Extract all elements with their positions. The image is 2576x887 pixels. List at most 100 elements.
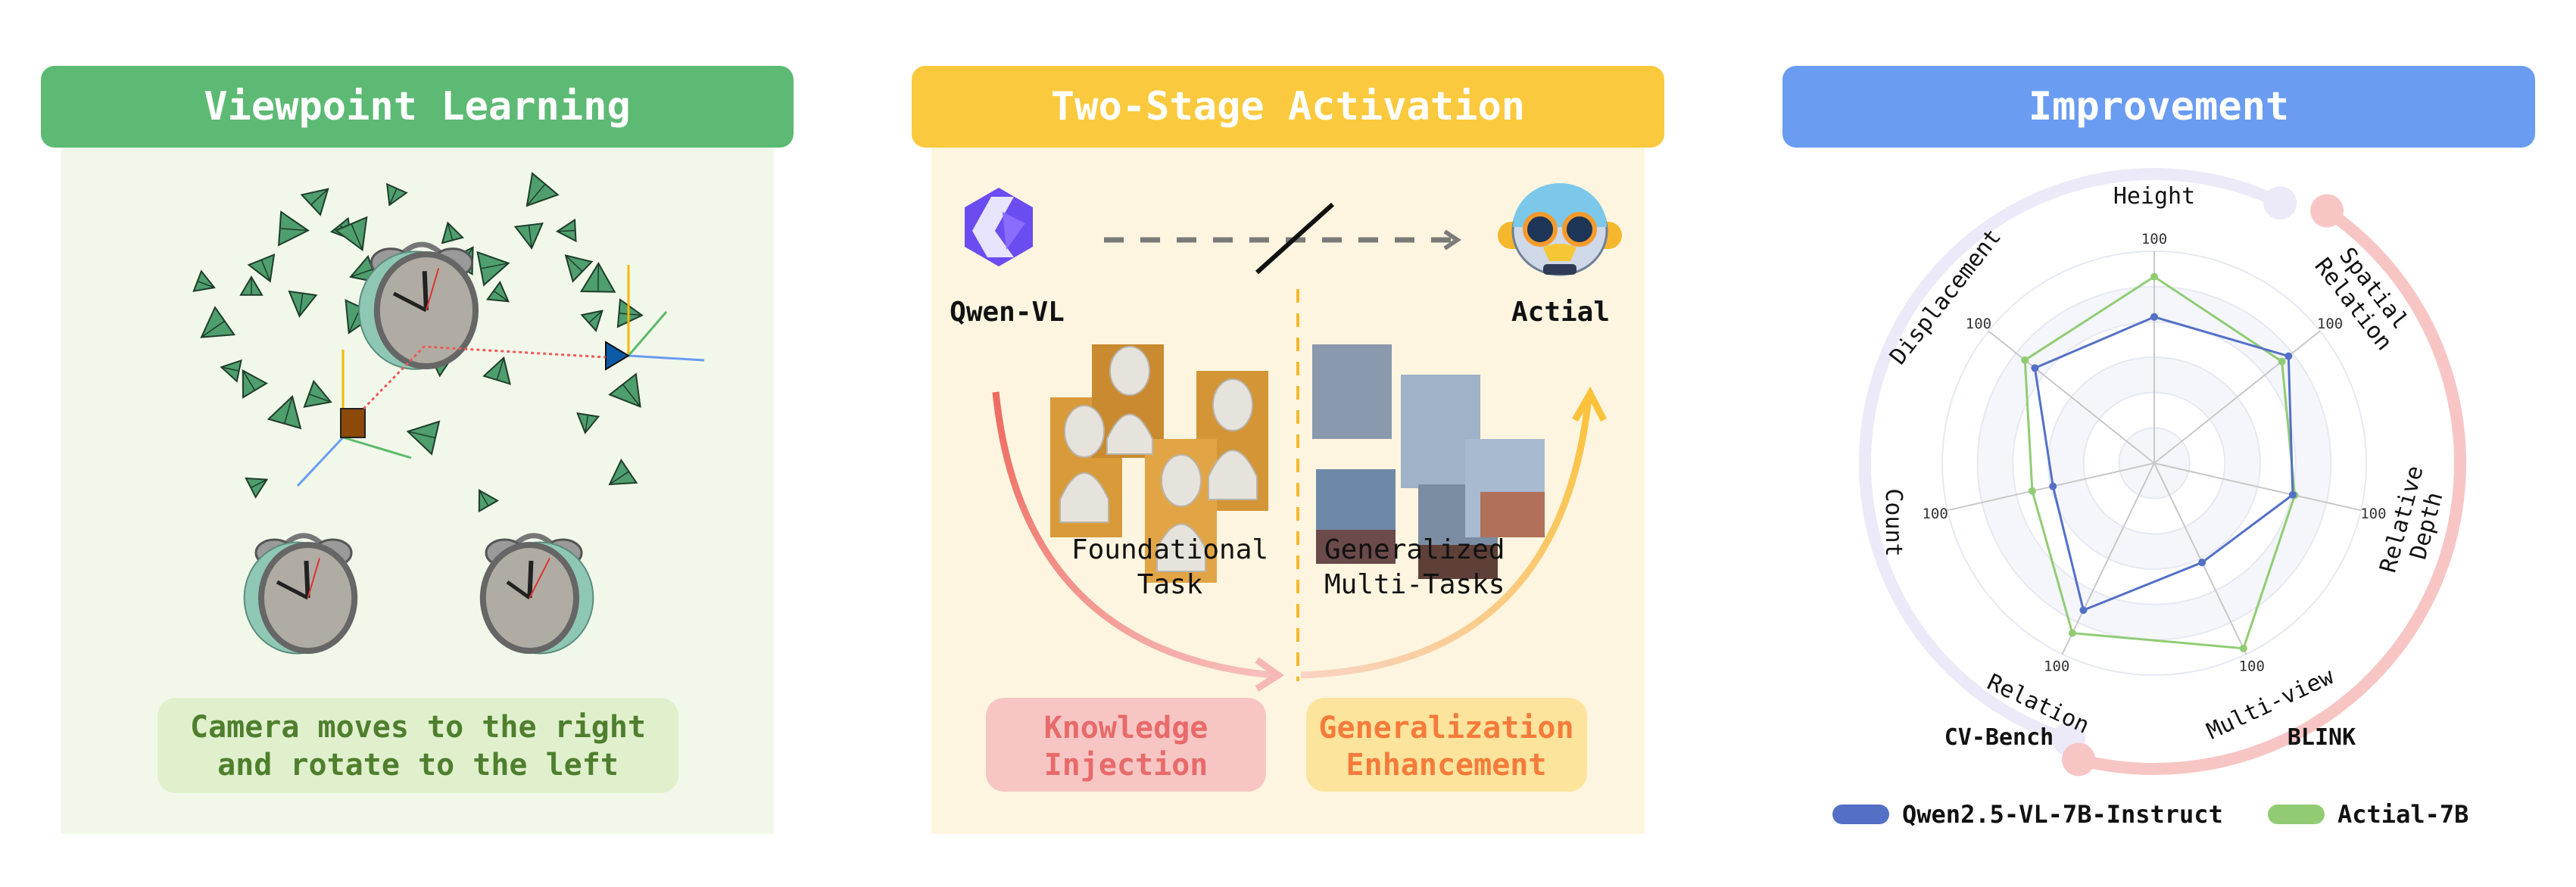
radar-point bbox=[2150, 272, 2158, 281]
improvement-title: Improvement bbox=[2029, 84, 2289, 129]
qwen-logo-icon bbox=[965, 188, 1033, 266]
camera-frustum-icon bbox=[303, 379, 332, 408]
improvement-header bbox=[1782, 66, 2535, 148]
radar-point bbox=[2028, 487, 2036, 495]
radar-series-line bbox=[2033, 316, 2294, 612]
blocked-slash bbox=[1255, 202, 1335, 275]
radar-max-tick: 100 bbox=[2044, 658, 2069, 674]
camera-frustum-icon bbox=[482, 356, 511, 385]
radar-axis bbox=[2153, 462, 2247, 655]
radar-max-tick: 100 bbox=[2239, 658, 2265, 674]
camera-frustum-icon bbox=[478, 489, 500, 513]
radar-max-tick: 100 bbox=[2360, 506, 2386, 522]
camera-frustum-icon bbox=[220, 359, 242, 383]
viewpoint-panel: Viewpoint Learning Camera moves to the r… bbox=[41, 66, 794, 834]
radar-axis bbox=[2061, 462, 2155, 655]
radar-chart: 100100100100100100100HeightSpatialRelati… bbox=[1859, 168, 2466, 777]
radar-point bbox=[2021, 356, 2029, 364]
radar-max-tick: 100 bbox=[1966, 316, 1991, 332]
legend: Qwen2.5-VL-7B-Instruct Actial-7B bbox=[1832, 800, 2468, 829]
radar-point bbox=[2031, 364, 2039, 372]
camera-frustum-icon bbox=[300, 188, 329, 216]
camera-frustum-icon bbox=[525, 172, 560, 207]
camera-frustum-icon bbox=[406, 420, 441, 456]
legend-swatch-qwen bbox=[1832, 805, 1889, 824]
camera-axes-origin bbox=[296, 350, 412, 487]
camera-frustum-icon bbox=[486, 280, 510, 303]
camera-frustum-icon bbox=[267, 394, 302, 430]
camera-frustum-icon bbox=[476, 251, 510, 287]
camera-frustum-icon bbox=[608, 459, 638, 486]
camera-frustum-icon bbox=[192, 269, 216, 292]
radar-axis bbox=[1988, 330, 2155, 464]
blink-group-arc bbox=[2072, 204, 2466, 775]
radar-point bbox=[2284, 352, 2293, 360]
radar-axis bbox=[2153, 462, 2362, 512]
target-camera-icon bbox=[605, 341, 630, 371]
source-camera-icon bbox=[340, 408, 366, 438]
target-model-label: Actial bbox=[1511, 297, 1610, 328]
stage1-line2: Injection bbox=[1044, 748, 1208, 783]
group-label-blink: BLINK bbox=[2288, 724, 2356, 751]
camera-frustum-icon bbox=[245, 477, 269, 499]
camera-frustum-icon bbox=[564, 254, 594, 283]
radar-max-tick: 100 bbox=[1922, 506, 1948, 522]
right-task-line2: Multi-Tasks bbox=[1324, 569, 1505, 600]
viewpoint-header bbox=[41, 66, 794, 148]
camera-frustum-icon bbox=[616, 298, 644, 328]
camera-frustum-icon bbox=[513, 223, 544, 250]
blink-arc-end bbox=[2310, 194, 2344, 228]
indoor-scene-images bbox=[1312, 344, 1545, 579]
camera-frustum-icon bbox=[200, 306, 236, 338]
radar-axis-label: Count bbox=[1880, 488, 1907, 556]
camera-frustum-icon bbox=[579, 262, 616, 293]
camera-frustum-icon bbox=[288, 290, 318, 318]
stage2-arrow bbox=[1300, 397, 1592, 679]
cvbench-arc-end bbox=[2263, 186, 2297, 220]
camera-frustum-icon bbox=[242, 369, 268, 399]
activation-title: Two-Stage Activation bbox=[1051, 84, 1525, 129]
stage2-line2: Enhancement bbox=[1346, 748, 1547, 783]
stage1-arrow bbox=[992, 391, 1273, 679]
radar-axis-label: Height bbox=[2113, 183, 2195, 210]
bust-images bbox=[1050, 344, 1268, 583]
actial-robot-icon bbox=[1498, 183, 1622, 276]
legend-swatch-actial bbox=[2268, 805, 2325, 824]
radar-point bbox=[2198, 559, 2206, 567]
radar-point bbox=[2049, 482, 2057, 490]
radar-max-tick: 100 bbox=[2141, 231, 2167, 247]
camera-frustum-icon bbox=[334, 216, 368, 252]
viewpoint-caption-line1: Camera moves to the right bbox=[190, 710, 646, 745]
camera-trajectory bbox=[362, 345, 607, 410]
camera-frustum-icon bbox=[608, 372, 641, 408]
radar-axis bbox=[2153, 330, 2321, 464]
radar-max-tick: 100 bbox=[2317, 316, 2343, 332]
camera-frustum-icon bbox=[441, 221, 465, 244]
alarm-clock-before bbox=[243, 533, 358, 655]
camera-frustum-icon bbox=[580, 310, 603, 332]
radar-point bbox=[2068, 629, 2076, 637]
radar-point bbox=[2079, 606, 2088, 615]
camera-frustum-icon bbox=[239, 275, 264, 296]
left-task-line1: Foundational bbox=[1071, 534, 1268, 565]
camera-frustum-icon bbox=[386, 182, 408, 207]
activation-header bbox=[912, 66, 1664, 148]
radar-point bbox=[2278, 357, 2286, 366]
stage1-line1: Knowledge bbox=[1044, 711, 1208, 745]
activation-panel: Two-Stage Activation Qwen-VL Actial bbox=[912, 66, 1664, 834]
radar-series-line bbox=[2023, 275, 2297, 650]
camera-frustum-icon bbox=[277, 210, 310, 247]
improvement-panel: Improvement 100100100100100100100HeightS… bbox=[1782, 66, 2535, 829]
radar-point bbox=[2288, 490, 2297, 499]
viewpoint-title: Viewpoint Learning bbox=[204, 84, 631, 129]
knowledge-injection-box bbox=[986, 698, 1266, 792]
source-model-label: Qwen-VL bbox=[950, 297, 1065, 328]
alarm-clock-center bbox=[358, 241, 479, 370]
cvbench-group-arc bbox=[1859, 168, 2287, 745]
blink-arc-end bbox=[2062, 742, 2096, 777]
camera-frustum-icon bbox=[576, 412, 600, 434]
camera-frustum-icon bbox=[247, 253, 276, 283]
generalization-enhancement-box bbox=[1306, 698, 1587, 792]
camera-frustums bbox=[192, 172, 644, 513]
alarm-clock-after bbox=[479, 533, 594, 655]
